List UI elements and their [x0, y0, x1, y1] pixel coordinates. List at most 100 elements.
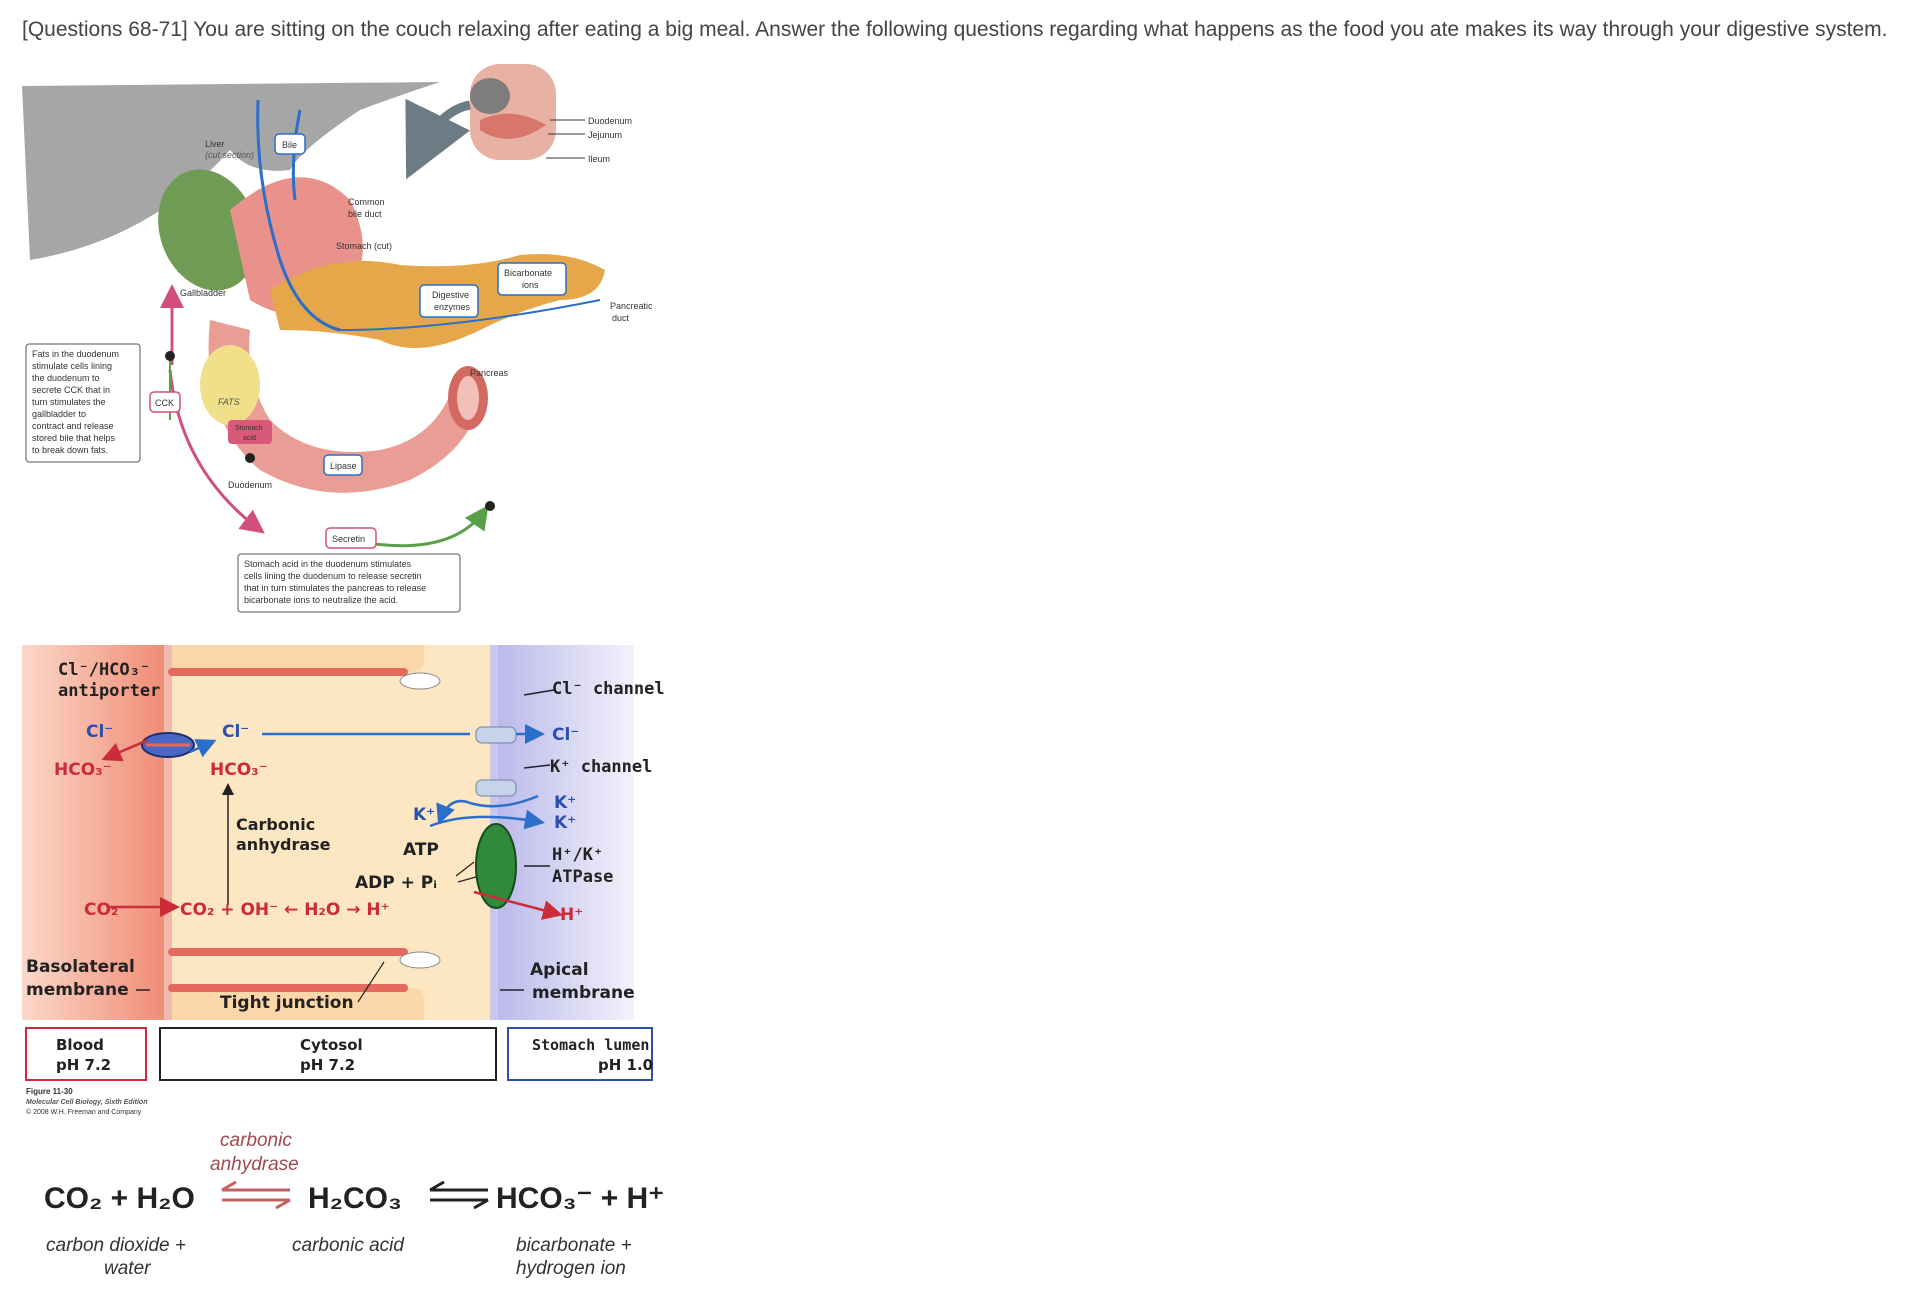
- gallbladder-label: Gallbladder: [180, 288, 226, 298]
- common-bile-duct-label-2: bile duct: [348, 209, 382, 219]
- hco3-mid-label: HCO₃⁻: [210, 760, 268, 780]
- stomach-label: Stomach (cut): [336, 241, 392, 251]
- pancreatic-duct-label-1: Pancreatic: [610, 301, 653, 311]
- tight-junction-label: Tight junction: [220, 993, 354, 1013]
- svg-text:stored bile that helps: stored bile that helps: [32, 433, 116, 443]
- cl-mid-label: Cl⁻: [222, 722, 249, 742]
- svg-text:contract and release: contract and release: [32, 421, 114, 431]
- liver-label: Liver: [205, 139, 225, 149]
- lumen-ph-label: pH 1.0: [598, 1056, 653, 1074]
- blood-box: [25, 1027, 147, 1081]
- gallbladder-shape: [158, 169, 258, 291]
- svg-text:the duodenum to: the duodenum to: [32, 373, 100, 383]
- svg-text:that in turn stimulates the pa: that in turn stimulates the pancreas to …: [244, 583, 426, 593]
- apical-label-2: membrane: [532, 983, 635, 1003]
- k-channel-shape: [475, 779, 517, 797]
- parietal-cell-diagram: Cl⁻/HCO₃⁻ antiporter Cl⁻ HCO₃⁻ Cl⁻ HCO₃⁻…: [22, 645, 665, 1116]
- h-out-label: H⁺: [560, 905, 583, 925]
- cl-channel-label: Cl⁻ channel: [552, 679, 665, 699]
- equilibrium-arrow-1: [221, 1180, 291, 1210]
- atpase-label-2: ATPase: [552, 867, 613, 887]
- bile-label: Bile: [282, 140, 297, 150]
- stomach-acid-label-2: acid: [243, 435, 256, 442]
- carbonic-anhydrase-label-2: anhydrase: [236, 835, 331, 854]
- atp-label: ATP: [403, 840, 439, 860]
- cytosol-label: Cytosol: [300, 1036, 363, 1054]
- stomach-acid-label-1: Stomach: [235, 425, 263, 432]
- bicarbonate-ions-label-2: ions: [522, 280, 539, 290]
- common-bile-duct-label-1: Common: [348, 197, 385, 207]
- svg-text:stimulate cells lining: stimulate cells lining: [32, 361, 112, 371]
- digestive-diagram: Fats in the duodenum stimulate cells lin…: [22, 64, 653, 613]
- k-in-label: K⁺: [413, 805, 435, 825]
- cytosol-box: [159, 1027, 497, 1081]
- basolateral-label-2: membrane: [26, 980, 129, 1000]
- hco3-left-label: HCO₃⁻: [54, 760, 112, 780]
- caption-copyright: © 2008 W.H. Freeman and Company: [26, 1108, 142, 1116]
- atpase-label-1: H⁺/K⁺: [552, 845, 603, 865]
- cl-out-label: Cl⁻: [552, 725, 579, 745]
- blood-label: Blood: [56, 1036, 104, 1054]
- cck-label: CCK: [155, 398, 174, 408]
- enzyme-label-1: carbonic: [220, 1130, 292, 1151]
- adp-label: ADP + Pᵢ: [355, 873, 437, 893]
- duodenum-top-label: Duodenum: [588, 116, 632, 126]
- question-text: [Questions 68-71] You are sitting on the…: [22, 18, 1888, 41]
- reaction-label: CO₂ + OH⁻ ← H₂O → H⁺: [180, 900, 390, 920]
- digestive-enzymes-label-2: enzymes: [434, 302, 471, 312]
- k-out-label-2: K⁺: [554, 813, 576, 833]
- caption-book: Molecular Cell Biology, Sixth Edition: [26, 1099, 147, 1106]
- caption-figure: Figure 11-30: [26, 1087, 73, 1096]
- cl-left-label: Cl⁻: [86, 722, 113, 742]
- left-name-1: carbon dioxide +: [46, 1235, 186, 1256]
- lumen-box: [507, 1027, 653, 1081]
- bicarbonate-ions-label-1: Bicarbonate: [504, 268, 552, 278]
- duodenum-label: Duodenum: [228, 480, 272, 490]
- svg-text:secrete CCK that in: secrete CCK that in: [32, 385, 110, 395]
- antiporter-label-1: Cl⁻/HCO₃⁻: [58, 660, 150, 680]
- equilibrium-arrow-2: [429, 1180, 489, 1210]
- svg-text:Fats in the duodenum: Fats in the duodenum: [32, 349, 119, 359]
- lumen-region: [494, 645, 634, 1020]
- equation-middle: H₂CO₃: [308, 1182, 402, 1215]
- digestive-enzymes-label-1: Digestive: [432, 290, 469, 300]
- right-name-1: bicarbonate +: [516, 1235, 632, 1256]
- overview-arrow: [405, 98, 472, 180]
- lumen-label: Stomach lumen: [532, 1036, 649, 1054]
- carbonic-anhydrase-label-1: Carbonic: [236, 815, 315, 834]
- right-name-2: hydrogen ion: [516, 1258, 626, 1279]
- apical-label-1: Apical: [530, 960, 589, 980]
- enzyme-label-2: anhydrase: [210, 1154, 299, 1175]
- pancreas-label: Pancreas: [470, 368, 509, 378]
- svg-text:cells lining the duodenum to r: cells lining the duodenum to release sec…: [244, 571, 422, 581]
- jejunum-label: Jejunum: [588, 130, 622, 140]
- svg-text:gallbladder to: gallbladder to: [32, 409, 86, 419]
- acid-note-box: [237, 553, 461, 613]
- equation-left: CO₂ + H₂O: [44, 1182, 195, 1215]
- co2-left-label: CO₂: [84, 900, 118, 920]
- fats-label: FATS: [218, 397, 240, 407]
- fats-note: Fats in the duodenum stimulate cells lin…: [32, 349, 119, 455]
- middle-name: carbonic acid: [292, 1235, 405, 1256]
- svg-text:to break down fats.: to break down fats.: [32, 445, 108, 455]
- pancreatic-duct-label-2: duct: [612, 313, 630, 323]
- duodenum-shape: [208, 320, 481, 493]
- svg-text:bicarbonate ions to neutralize: bicarbonate ions to neutralize the acid.: [244, 595, 398, 605]
- lipase-label: Lipase: [330, 461, 357, 471]
- blood-region: [22, 645, 168, 1020]
- svg-text:turn stimulates the: turn stimulates the: [32, 397, 106, 407]
- liver-shape: [22, 82, 440, 260]
- blood-ph-label: pH 7.2: [56, 1056, 111, 1074]
- basolateral-label-1: Basolateral: [26, 957, 135, 977]
- equation-right: HCO₃⁻ + H⁺: [496, 1182, 664, 1215]
- cl-channel-shape: [475, 726, 517, 744]
- atpase-shape: [475, 823, 517, 909]
- acid-note: Stomach acid in the duodenum stimulates …: [244, 559, 426, 605]
- svg-text:Stomach acid in the duodenum s: Stomach acid in the duodenum stimulates: [244, 559, 412, 569]
- liver-sub-label: (cut section): [205, 150, 254, 160]
- fats-note-box: [25, 343, 141, 463]
- ileum-label: Ileum: [588, 154, 610, 164]
- antiporter-label-2: antiporter: [58, 681, 160, 701]
- k-channel-label: K⁺ channel: [550, 757, 652, 777]
